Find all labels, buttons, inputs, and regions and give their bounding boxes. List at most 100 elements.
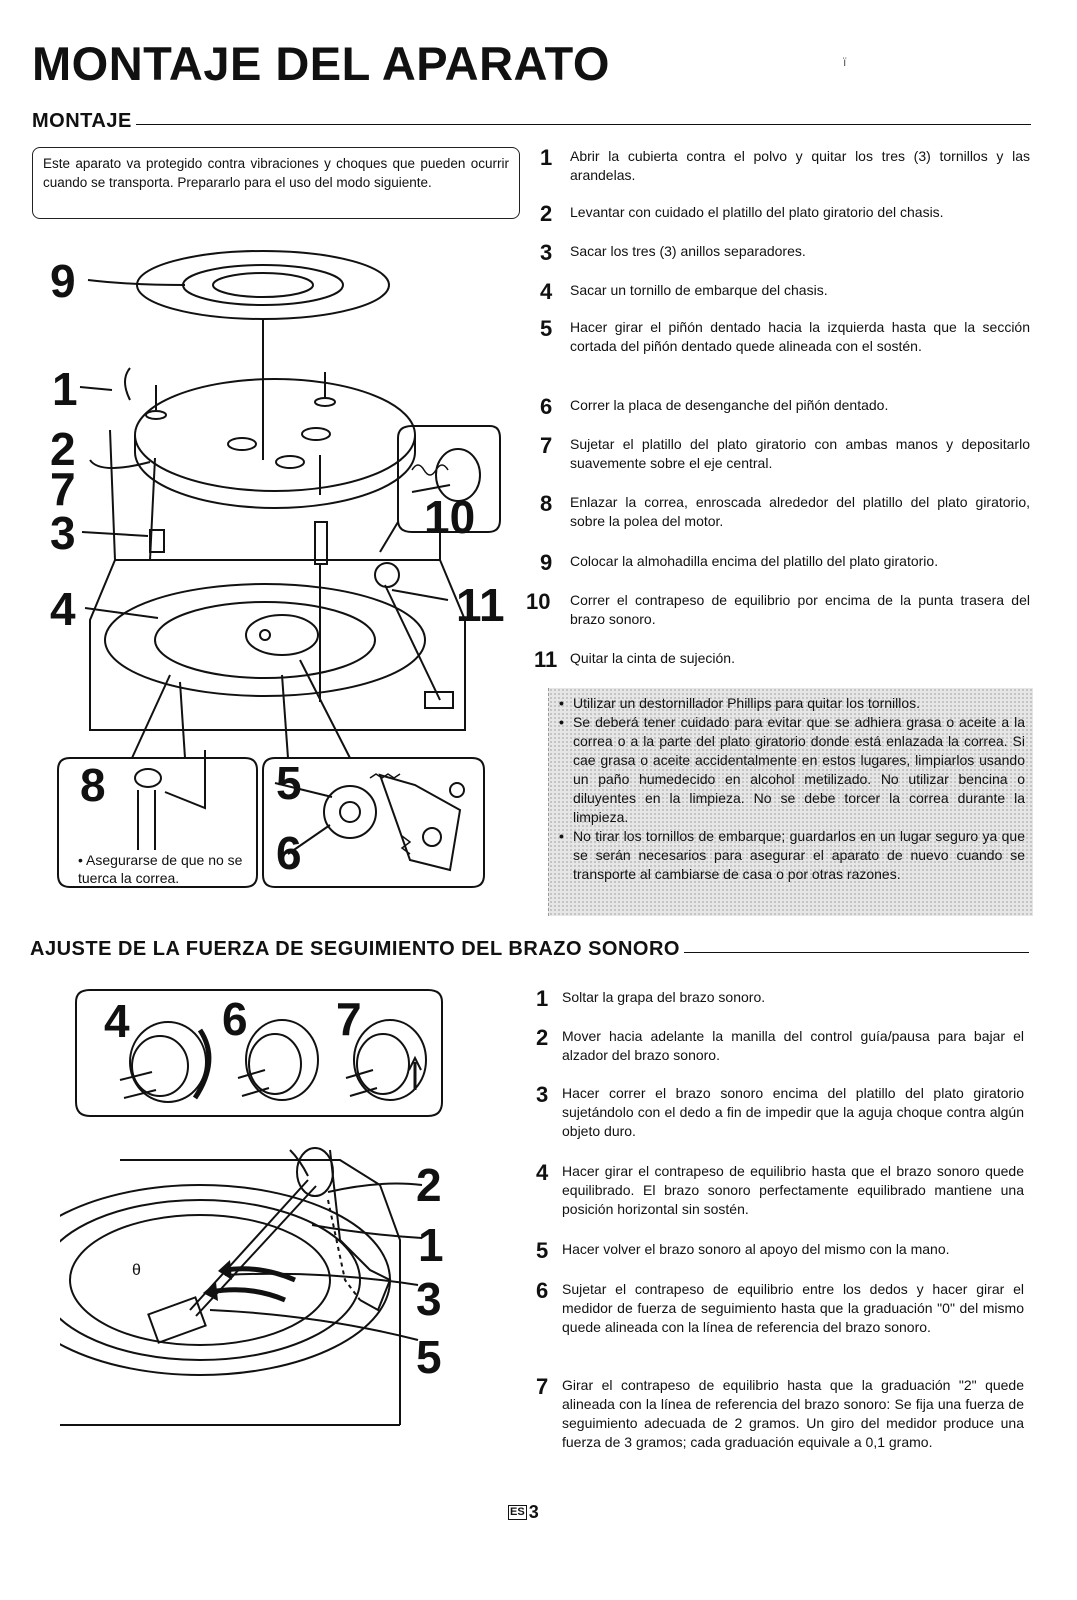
step-number: 7 bbox=[540, 433, 553, 458]
step-number: 7 bbox=[536, 1374, 549, 1399]
callout-number: 4 bbox=[104, 995, 130, 1047]
callout-number: 7 bbox=[50, 463, 76, 515]
montaje-step: 3 Sacar los tres (3) anillos separadores… bbox=[540, 242, 1030, 264]
step-number: 6 bbox=[536, 1278, 549, 1303]
caution-note: • Utilizar un destornillador Phillips pa… bbox=[559, 694, 1025, 713]
step-text: Abrir la cubierta contra el polvo y quit… bbox=[570, 148, 1030, 183]
step-number: 1 bbox=[536, 986, 549, 1011]
step-text: Girar el contrapeso de equilibrio hasta … bbox=[562, 1377, 1024, 1450]
step-text: Correr la placa de desenganche del piñón… bbox=[570, 397, 889, 413]
callout-number: 3 bbox=[416, 1273, 442, 1325]
ajuste-step: 1 Soltar la grapa del brazo sonoro. bbox=[536, 988, 1024, 1010]
step-text: Hacer volver el brazo sonoro al apoyo de… bbox=[562, 1241, 950, 1257]
step-text: Sujetar el platillo del plato giratorio … bbox=[570, 436, 1030, 471]
print-speck: ï bbox=[843, 55, 847, 69]
montaje-step: 4 Sacar un tornillo de embarque del chas… bbox=[540, 281, 1030, 303]
montaje-step: 5 Hacer girar el piñón dentado hacia la … bbox=[540, 318, 1030, 356]
step-number: 3 bbox=[540, 240, 553, 265]
step-text: Hacer girar el piñón dentado hacia la iz… bbox=[570, 319, 1030, 354]
step-number: 9 bbox=[540, 550, 553, 575]
callout-number: 3 bbox=[50, 507, 76, 559]
caution-note-text: Utilizar un destornillador Phillips para… bbox=[573, 695, 921, 711]
step-number: 5 bbox=[540, 316, 553, 341]
tracking-force-illustration bbox=[60, 989, 443, 1426]
step-text: Sacar un tornillo de embarque del chasis… bbox=[570, 282, 828, 298]
step-number: 2 bbox=[536, 1025, 549, 1050]
caution-note-text: Se deberá tener cuidado para evitar que … bbox=[573, 714, 1025, 825]
callout-number: 7 bbox=[336, 993, 362, 1045]
figure-mark: θ bbox=[132, 1262, 141, 1279]
step-text: Colocar la almohadilla encima del platil… bbox=[570, 553, 939, 569]
callout-number: 10 bbox=[424, 491, 476, 543]
step-number: 10 bbox=[526, 589, 551, 614]
step-text: Hacer girar el contrapeso de equilibrio … bbox=[562, 1163, 1024, 1217]
caution-note: • No tirar los tornillos de embarque; gu… bbox=[559, 827, 1025, 884]
callout-number: 11 bbox=[456, 579, 505, 631]
bullet-icon: • bbox=[559, 714, 564, 730]
section-heading-montaje: MONTAJE bbox=[32, 110, 1031, 133]
step-number: 11 bbox=[534, 647, 558, 672]
heading-rule bbox=[684, 952, 1029, 953]
section-heading-montaje-text: MONTAJE bbox=[32, 110, 132, 132]
page-number-value: 3 bbox=[528, 1502, 539, 1522]
step-number: 4 bbox=[540, 279, 553, 304]
callout-number: 5 bbox=[276, 757, 302, 809]
montaje-step: 11 Quitar la cinta de sujeción. bbox=[534, 649, 1030, 671]
step-text: Soltar la grapa del brazo sonoro. bbox=[562, 989, 766, 1005]
caution-note: • Se deberá tener cuidado para evitar qu… bbox=[559, 713, 1025, 827]
callout-number: 2 bbox=[50, 423, 76, 475]
montaje-step: 8 Enlazar la correa, enroscada alrededor… bbox=[540, 493, 1030, 531]
callout-number: 2 bbox=[416, 1159, 442, 1211]
montaje-step: 6 Correr la placa de desenganche del piñ… bbox=[540, 396, 1030, 418]
callout-number: 1 bbox=[52, 363, 78, 415]
montaje-step: 2 Levantar con cuidado el platillo del p… bbox=[540, 203, 1030, 225]
page-title: MONTAJE DEL APARATO bbox=[32, 37, 610, 90]
callout-number: 5 bbox=[416, 1331, 442, 1383]
ajuste-step: 3 Hacer correr el brazo sonoro encima de… bbox=[536, 1084, 1024, 1141]
step-text: Sujetar el contrapeso de equilibrio entr… bbox=[562, 1281, 1024, 1335]
ajuste-step: 6 Sujetar el contrapeso de equilibrio en… bbox=[536, 1280, 1024, 1337]
callout-number: 8 bbox=[80, 759, 106, 811]
step-number: 4 bbox=[536, 1160, 549, 1185]
montaje-step: 9 Colocar la almohadilla encima del plat… bbox=[540, 552, 1030, 574]
callout-number: 6 bbox=[276, 827, 302, 879]
language-code-badge: ES bbox=[508, 1505, 527, 1520]
heading-rule bbox=[135, 124, 1031, 125]
step-text: Correr el contrapeso de equilibrio por e… bbox=[570, 592, 1030, 627]
callout-number: 1 bbox=[418, 1219, 444, 1271]
ajuste-step: 4 Hacer girar el contrapeso de equilibri… bbox=[536, 1162, 1024, 1219]
step-text: Quitar la cinta de sujeción. bbox=[570, 650, 735, 666]
step-number: 2 bbox=[540, 201, 553, 226]
bullet-icon: • bbox=[78, 852, 83, 868]
montaje-step: 10 Correr el contrapeso de equilibrio po… bbox=[526, 591, 1030, 629]
ajuste-step: 5 Hacer volver el brazo sonoro al apoyo … bbox=[536, 1240, 1024, 1262]
turntable-assembly-illustration bbox=[57, 250, 501, 888]
step-number: 3 bbox=[536, 1082, 549, 1107]
ajuste-step: 7 Girar el contrapeso de equilibrio hast… bbox=[536, 1376, 1024, 1452]
step-number: 1 bbox=[540, 145, 553, 170]
step-text: Hacer correr el brazo sonoro encima del … bbox=[562, 1085, 1024, 1139]
step-text: Levantar con cuidado el platillo del pla… bbox=[570, 204, 944, 220]
callout-number: 9 bbox=[50, 255, 76, 307]
step-text: Mover hacia adelante la manilla del cont… bbox=[562, 1028, 1024, 1063]
caution-notes-box: • Utilizar un destornillador Phillips pa… bbox=[548, 688, 1033, 916]
bullet-icon: • bbox=[559, 828, 564, 844]
montaje-step: 7 Sujetar el platillo del plato giratori… bbox=[540, 435, 1030, 473]
belt-inset-note-text: Asegurarse de que no se tuerca la correa… bbox=[78, 852, 243, 886]
bullet-icon: • bbox=[559, 695, 564, 711]
intro-box: Este aparato va protegido contra vibraci… bbox=[32, 147, 520, 219]
step-text: Enlazar la correa, enroscada alrededor d… bbox=[570, 494, 1030, 529]
step-number: 8 bbox=[540, 491, 553, 516]
section-heading-ajuste: AJUSTE DE LA FUERZA DE SEGUIMIENTO DEL B… bbox=[30, 938, 1029, 961]
callout-number: 4 bbox=[50, 583, 76, 635]
callout-number: 6 bbox=[222, 993, 248, 1045]
ajuste-step: 2 Mover hacia adelante la manilla del co… bbox=[536, 1027, 1024, 1065]
step-number: 5 bbox=[536, 1238, 549, 1263]
montaje-step: 1 Abrir la cubierta contra el polvo y qu… bbox=[540, 147, 1030, 185]
belt-inset-note: • Asegurarse de que no se tuerca la corr… bbox=[78, 851, 258, 887]
step-number: 6 bbox=[540, 394, 553, 419]
section-heading-ajuste-text: AJUSTE DE LA FUERZA DE SEGUIMIENTO DEL B… bbox=[30, 938, 680, 960]
step-text: Sacar los tres (3) anillos separadores. bbox=[570, 243, 806, 259]
caution-note-text: No tirar los tornillos de embarque; guar… bbox=[573, 828, 1025, 882]
page-number: ES 3 bbox=[508, 1502, 539, 1523]
